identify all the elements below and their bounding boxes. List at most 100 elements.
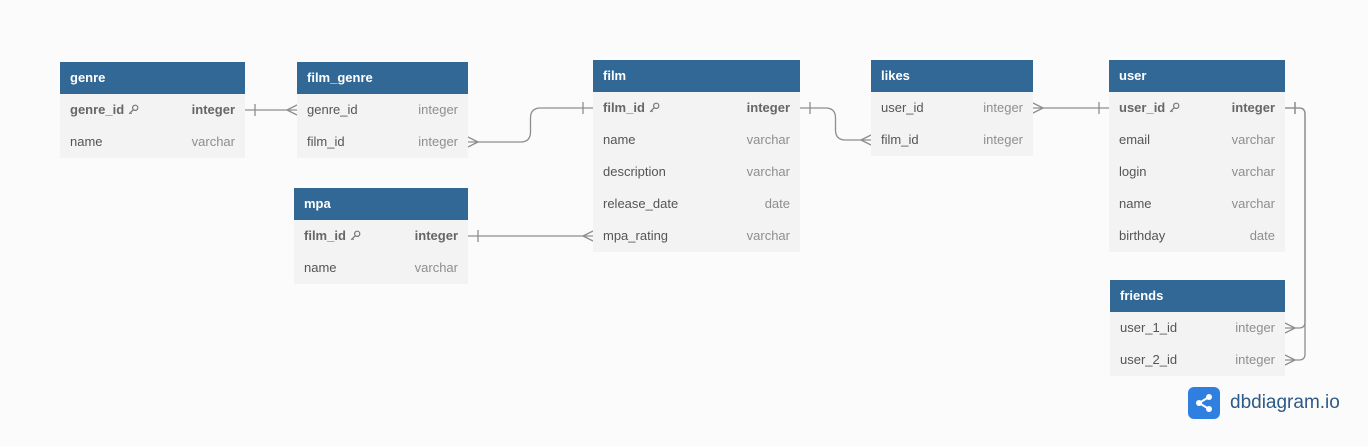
column-name: film_id	[307, 134, 345, 149]
column-name: name	[1119, 196, 1152, 211]
column-name: description	[603, 164, 666, 179]
column-name: name	[603, 132, 636, 147]
many-cardinality-marker	[467, 136, 479, 148]
column-name-cell: film_id	[307, 126, 345, 158]
column-name-cell: user_2_id	[1120, 344, 1177, 376]
column-type: integer	[1235, 320, 1275, 335]
column-row[interactable]: birthday date	[1109, 220, 1285, 252]
column-type: varchar	[746, 164, 790, 179]
column-name: film_id	[881, 132, 919, 147]
column-name-cell: description	[603, 156, 666, 188]
column-name: user_id	[1119, 100, 1166, 115]
column-row[interactable]: name varchar	[60, 126, 245, 158]
column-row[interactable]: mpa_rating varchar	[593, 220, 800, 252]
column-name-cell: email	[1119, 124, 1150, 156]
many-cardinality-marker	[582, 230, 594, 242]
table-header[interactable]: friends	[1110, 280, 1285, 312]
column-name: name	[70, 134, 103, 149]
table-mpa[interactable]: mpa film_id integer name varchar	[294, 188, 468, 284]
relationship-line	[1285, 107, 1306, 361]
column-name-cell: login	[1119, 156, 1146, 188]
table-header[interactable]: film	[593, 60, 800, 92]
column-row[interactable]: film_id integer	[593, 92, 800, 124]
column-name: genre_id	[307, 102, 358, 117]
table-header[interactable]: mpa	[294, 188, 468, 220]
column-name-cell: film_id	[881, 124, 919, 156]
column-name-cell: film_id	[603, 92, 660, 124]
table-header[interactable]: user	[1109, 60, 1285, 92]
column-name: film_id	[304, 228, 346, 243]
column-type: varchar	[414, 260, 458, 275]
column-row[interactable]: film_id integer	[871, 124, 1033, 156]
column-name: film_id	[603, 100, 645, 115]
brand-name: dbdiagram.io	[1230, 392, 1340, 413]
column-name-cell: name	[304, 252, 337, 284]
many-cardinality-marker	[1032, 102, 1044, 114]
column-name-cell: release_date	[603, 188, 678, 220]
column-row[interactable]: user_2_id integer	[1110, 344, 1285, 376]
primary-key-icon	[1169, 93, 1180, 125]
column-type: varchar	[191, 134, 235, 149]
relationship-line	[1285, 107, 1306, 329]
column-name-cell: film_id	[304, 220, 361, 252]
column-type: integer	[418, 102, 458, 117]
primary-key-icon	[350, 221, 361, 253]
column-type: date	[1249, 228, 1275, 243]
column-type: varchar	[746, 228, 790, 243]
column-row[interactable]: user_id integer	[1109, 92, 1285, 124]
relationship-line	[800, 107, 871, 141]
many-cardinality-marker	[1284, 322, 1296, 334]
column-type: varchar	[1231, 196, 1275, 211]
many-cardinality-marker	[286, 104, 298, 116]
column-name-cell: name	[1119, 188, 1152, 220]
column-name-cell: name	[70, 126, 103, 158]
column-type: varchar	[1231, 164, 1275, 179]
column-type: integer	[1231, 100, 1275, 115]
column-name: user_2_id	[1120, 352, 1178, 367]
column-row[interactable]: user_id integer	[871, 92, 1033, 124]
column-type: integer	[1235, 352, 1275, 367]
column-row[interactable]: name varchar	[294, 252, 468, 284]
column-row[interactable]: genre_id integer	[60, 94, 245, 126]
column-row[interactable]: name varchar	[1109, 188, 1285, 220]
table-header[interactable]: likes	[871, 60, 1033, 92]
column-row[interactable]: login varchar	[1109, 156, 1285, 188]
column-type: integer	[414, 228, 458, 243]
column-row[interactable]: genre_id integer	[297, 94, 468, 126]
column-type: integer	[746, 100, 790, 115]
column-name-cell: user_1_id	[1120, 312, 1177, 344]
column-name: mpa_rating	[603, 228, 669, 243]
column-name-cell: user_id	[881, 92, 924, 124]
column-name: user_1_id	[1120, 320, 1178, 335]
column-name: birthday	[1119, 228, 1166, 243]
column-name-cell: genre_id	[70, 94, 139, 126]
column-row[interactable]: film_id integer	[294, 220, 468, 252]
many-cardinality-marker	[1284, 354, 1296, 366]
many-cardinality-marker	[860, 134, 872, 146]
column-name: release_date	[603, 196, 679, 211]
column-row[interactable]: user_1_id integer	[1110, 312, 1285, 344]
column-name: email	[1119, 132, 1151, 147]
table-header[interactable]: film_genre	[297, 62, 468, 94]
column-type: integer	[191, 102, 235, 117]
column-type: integer	[983, 132, 1023, 147]
column-row[interactable]: description varchar	[593, 156, 800, 188]
primary-key-icon	[649, 93, 660, 125]
brand-logo[interactable]: dbdiagram.io	[1188, 387, 1340, 419]
column-name-cell: birthday	[1119, 220, 1165, 252]
column-type: integer	[983, 100, 1023, 115]
column-name-cell: user_id	[1119, 92, 1180, 124]
relationship-line	[468, 107, 593, 143]
table-header[interactable]: genre	[60, 62, 245, 94]
